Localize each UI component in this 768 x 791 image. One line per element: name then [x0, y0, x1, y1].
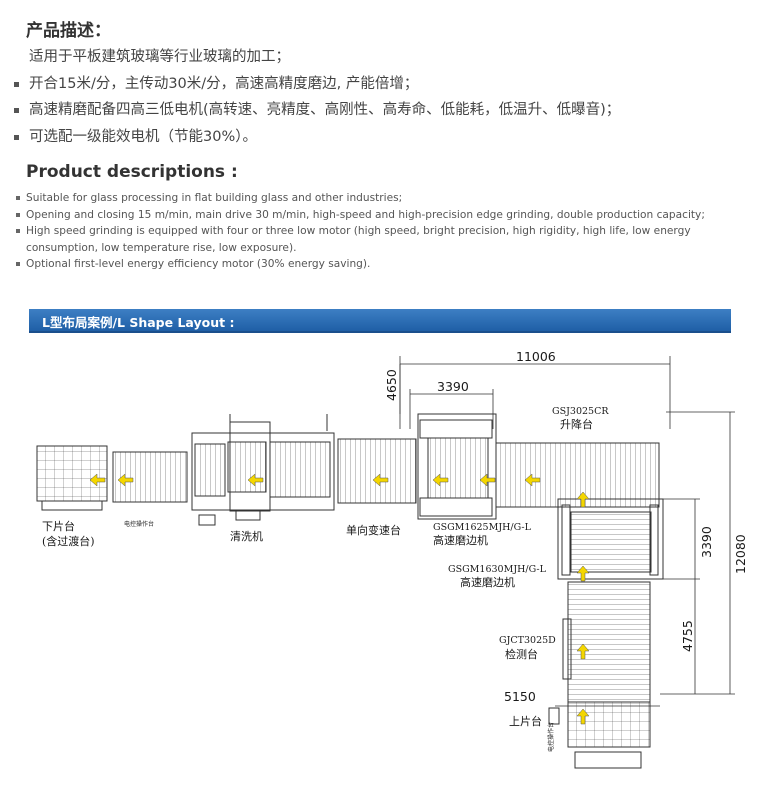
- cn-description-list: 适用于平板建筑玻璃等行业玻璃的加工； 开合15米/分，主传动30米/分，高速高精…: [14, 44, 620, 150]
- arrow-up-icon: [576, 708, 590, 725]
- list-item: 可选配一级能效电机（节能30%）。: [14, 124, 620, 151]
- grinder-1: [417, 413, 497, 520]
- label-speed-table: 单向变速台: [346, 523, 401, 537]
- banner-title: L型布局案例/L Shape Layout :: [42, 315, 235, 330]
- label-control-panel-2: 电控操作台: [547, 722, 555, 752]
- list-item: Optional first-level energy efficiency m…: [14, 256, 762, 273]
- transition-table: [112, 451, 188, 503]
- arrow-left-icon: [117, 473, 134, 487]
- en-description-list: Suitable for glass processing in flat bu…: [14, 190, 762, 273]
- l-shape-layout-diagram: 11006 3390 4650 3390 12080 4755 5150 下片台…: [36, 349, 748, 769]
- label-inspect-model: GJCT3025D: [499, 635, 556, 646]
- inspection-table: [562, 581, 651, 703]
- bullet-icon: [14, 134, 19, 140]
- list-item: High speed grinding is equipped with fou…: [14, 223, 762, 256]
- label-lift-name: 升降台: [560, 417, 593, 431]
- arrow-up-icon: [576, 491, 590, 508]
- dimension-lines: [399, 356, 735, 707]
- label-washer: 清洗机: [230, 529, 263, 543]
- dim-bottom-width: 5150: [504, 689, 536, 704]
- washer: [191, 414, 335, 521]
- flow-arrows: [89, 473, 590, 725]
- lift-table: [495, 442, 660, 508]
- speed-table: [337, 438, 417, 504]
- bullet-icon: [16, 229, 20, 234]
- bullet-icon: [16, 196, 20, 200]
- arrow-up-icon: [576, 565, 590, 582]
- label-grinder2-name: 高速磨边机: [460, 575, 515, 589]
- label-inspect-name: 检测台: [505, 647, 538, 661]
- arrow-left-icon: [524, 473, 541, 487]
- list-item: 适用于平板建筑玻璃等行业玻璃的加工；: [29, 49, 290, 65]
- loading-table: [567, 701, 651, 769]
- label-grinder1-name: 高速磨边机: [433, 533, 488, 547]
- dim-right-lower: 4755: [680, 620, 695, 652]
- arrow-left-icon: [432, 473, 449, 487]
- bullet-icon: [14, 108, 19, 113]
- unload-table: [36, 445, 108, 511]
- control-panel-icon: [198, 514, 216, 526]
- arrow-left-icon: [479, 473, 496, 487]
- list-item: 高速精磨配备四高三低电机(高转速、亮精度、高刚性、高寿命、低能耗，低温升、低曝音…: [14, 97, 620, 124]
- bullet-icon: [14, 81, 19, 87]
- label-load: 上片台: [509, 714, 542, 728]
- dim-top-width: 11006: [516, 349, 556, 364]
- label-unload: 下片台: [42, 519, 75, 533]
- label-grinder1-model: GSGM1625MJH/G-L: [433, 522, 532, 533]
- label-unload-sub: (含过渡台): [42, 534, 95, 548]
- arrow-up-icon: [576, 643, 590, 660]
- bullet-icon: [16, 262, 20, 267]
- arrow-left-icon: [89, 473, 106, 487]
- list-item: Opening and closing 15 m/min, main drive…: [14, 207, 762, 224]
- control-panel-icon: [548, 707, 560, 725]
- dim-right-upper: 3390: [699, 526, 714, 558]
- label-lift-model: GSJ3025CR: [552, 406, 609, 417]
- dim-top-inner: 3390: [437, 379, 469, 394]
- dim-right-overall: 12080: [733, 534, 748, 574]
- layout-banner: L型布局案例/L Shape Layout :: [29, 309, 731, 333]
- arrow-left-icon: [372, 473, 389, 487]
- dim-left-height: 4650: [384, 369, 399, 401]
- cn-heading: 产品描述：: [26, 21, 111, 41]
- grinder-2: [557, 498, 664, 580]
- label-control-panel: 电控操作台: [124, 520, 154, 528]
- en-heading: Product descriptions :: [26, 162, 238, 182]
- arrow-left-icon: [247, 473, 264, 487]
- list-item: 开合15米/分，主传动30米/分，高速高精度磨边, 产能倍增；: [14, 71, 620, 98]
- list-item: Suitable for glass processing in flat bu…: [14, 190, 762, 207]
- bullet-icon: [16, 212, 20, 217]
- label-grinder2-model: GSGM1630MJH/G-L: [448, 564, 547, 575]
